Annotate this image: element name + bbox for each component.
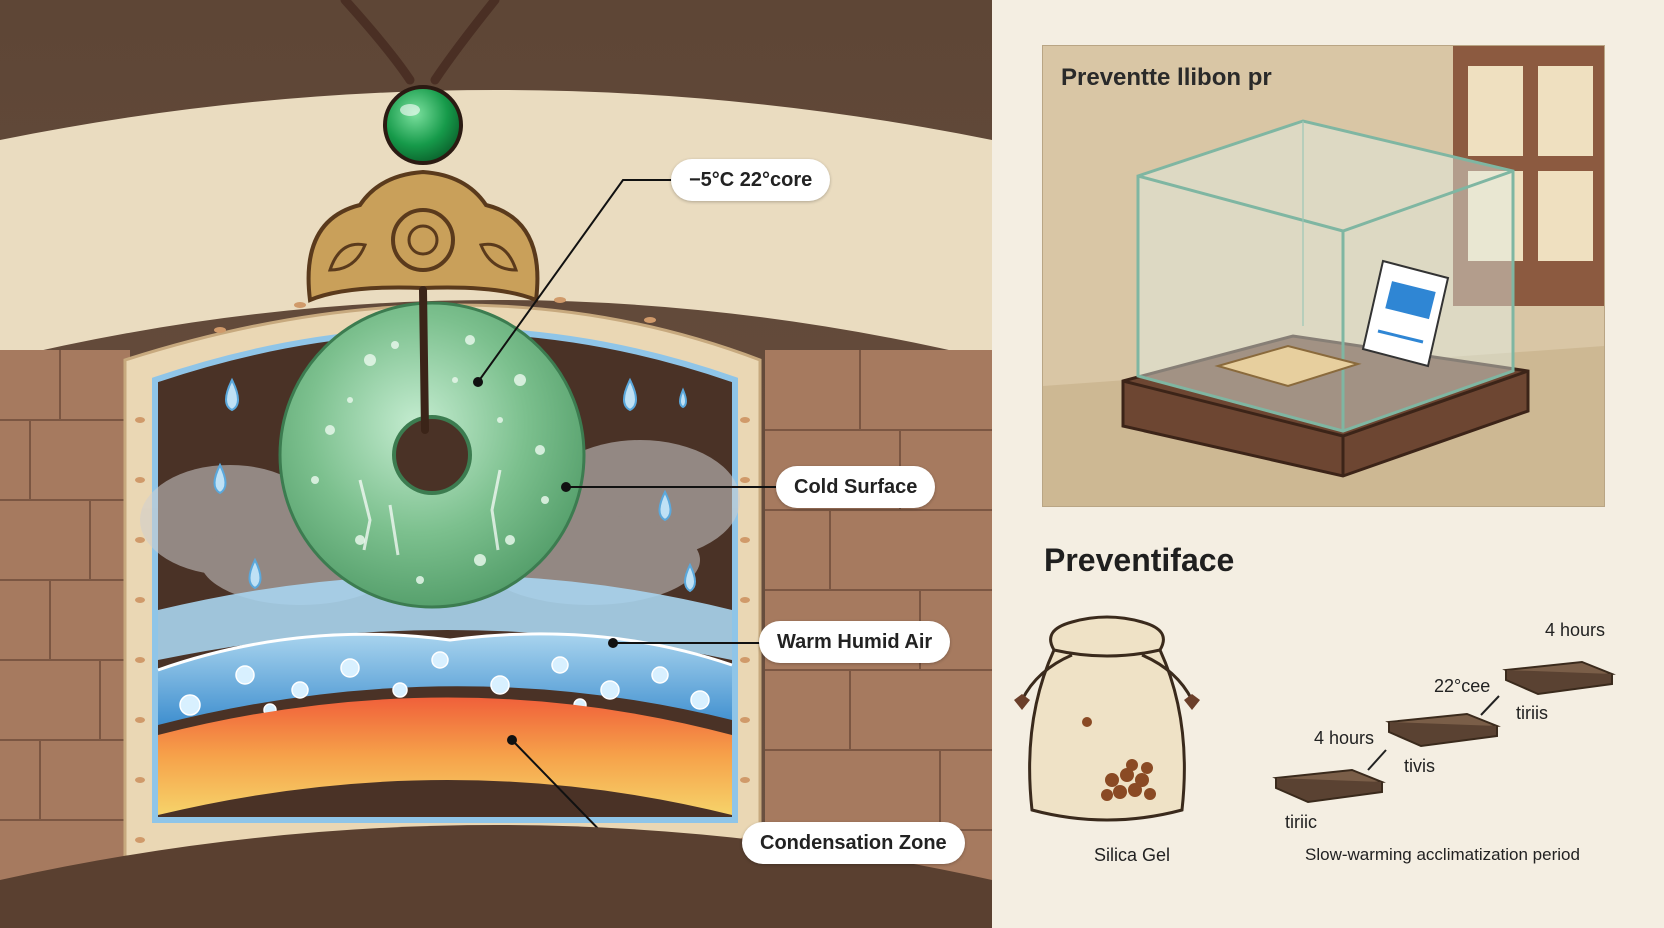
- callout-core-temperature: −5°C 22°core: [671, 159, 831, 201]
- step-1-top-label: 4 hours: [1314, 728, 1375, 748]
- jade-disc: [278, 301, 586, 609]
- timeline-steps: [1272, 660, 1616, 804]
- condensation-heat-layer: [158, 697, 732, 815]
- prevention-title: Preventiface: [1044, 542, 1235, 578]
- silica-gel-label: Silica Gel: [1094, 845, 1171, 865]
- step-3-top-label: 4 hours: [1545, 620, 1606, 640]
- display-case-illustration: Preventte llibon pr: [1042, 45, 1605, 507]
- glass-case: [1136, 119, 1515, 433]
- prevention-illustrations: [1014, 615, 1616, 822]
- silica-gel-bag: [1014, 615, 1200, 822]
- condensation-scene: [0, 0, 992, 928]
- display-case-scene: [1043, 46, 1604, 506]
- brick-wall-left: [0, 350, 130, 928]
- water-layer: [158, 633, 732, 725]
- callout-warm-humid-air: Warm Humid Air: [759, 621, 951, 663]
- silica-packet: [1361, 259, 1450, 368]
- callout-cold-surface: Cold Surface: [776, 466, 936, 508]
- prevention-panel: Preventte llibon pr Preventiface: [992, 0, 1664, 928]
- jade-bead: [383, 85, 463, 165]
- condensation-illustration: −5°C 22°core Cold Surface Warm Humid Air…: [0, 0, 992, 928]
- water-droplets: [213, 377, 696, 593]
- pendant-cord: [340, 0, 500, 85]
- display-case-title: Preventte llibon pr: [1061, 64, 1272, 91]
- warm-humid-air-band: [158, 575, 732, 660]
- step-1-side-label: tiriic: [1285, 812, 1317, 832]
- step-3-side-label: tiriis: [1516, 703, 1548, 723]
- step-2-side-label: tivis: [1404, 756, 1435, 776]
- carved-plaque: [1214, 344, 1362, 388]
- inner-cord: [419, 286, 429, 434]
- step-2-top-label: 22°cee: [1434, 676, 1491, 696]
- brass-cap: [306, 169, 540, 303]
- timeline-caption: Slow-warming acclimatization period: [1305, 845, 1580, 864]
- water-bubbles: [179, 651, 710, 717]
- window: [1453, 46, 1604, 306]
- wooden-base: [1121, 334, 1530, 478]
- callout-condensation-zone: Condensation Zone: [742, 822, 965, 864]
